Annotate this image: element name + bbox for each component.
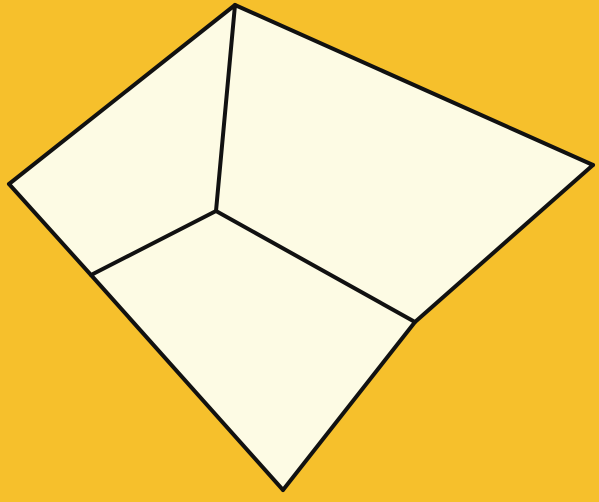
open-box-figure [0, 0, 599, 502]
diagram-canvas [0, 0, 599, 502]
